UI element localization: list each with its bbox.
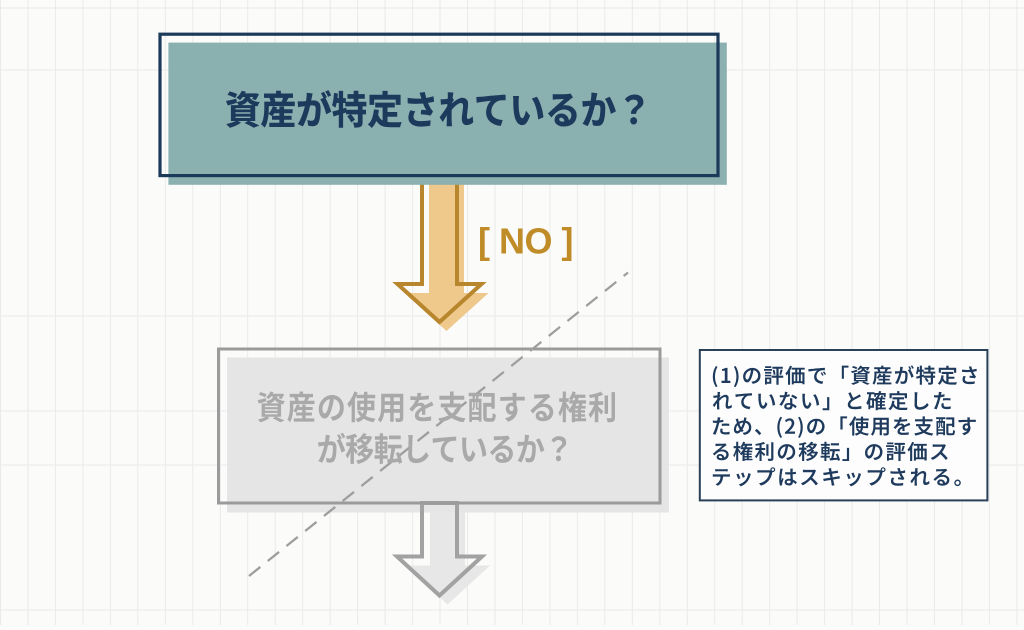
svg-text:[ NO ]: [ NO ] <box>478 221 573 262</box>
